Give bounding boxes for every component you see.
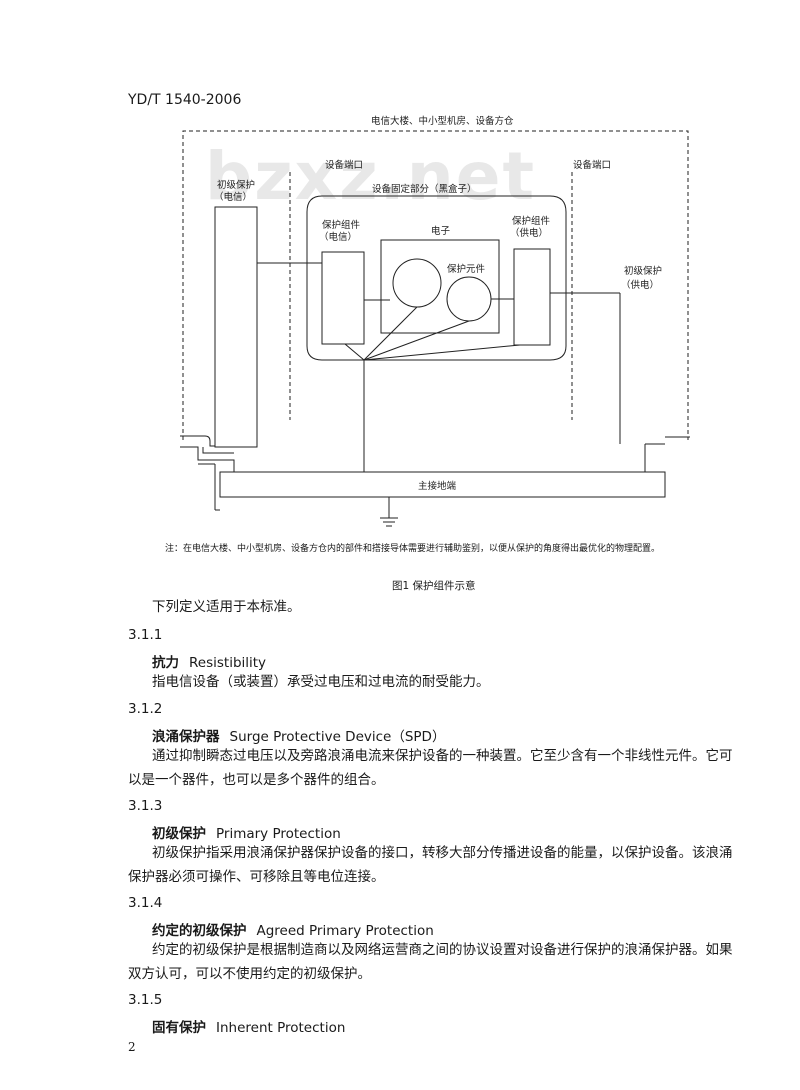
section-3-1-3-number: 3.1.3 xyxy=(128,798,163,814)
term-en: Primary Protection xyxy=(216,826,341,842)
figure-note: 注：在电信大楼、中小型机房、设备方仓内的部件和搭接导体需要进行辅助鉴别，以便从保… xyxy=(165,544,661,554)
section-3-1-1-number: 3.1.1 xyxy=(128,627,163,643)
label-primary-left-2: （电信） xyxy=(214,191,252,203)
label-assembly-left-2: （电信） xyxy=(319,231,357,243)
figure-caption: 图1 保护组件示意 xyxy=(392,580,476,592)
section-3-1-1-definition: 指电信设备（或装置）承受过电压和过电流的耐受能力。 xyxy=(152,674,490,690)
section-3-1-3-definition-line2: 保护器必须可操作、可移除且等电位连接。 xyxy=(128,869,385,885)
term-cn: 约定的初级保护 xyxy=(152,923,247,939)
term-en: Surge Protective Device（SPD） xyxy=(229,729,446,745)
term-en: Resistibility xyxy=(189,655,267,671)
section-3-1-4-term: 约定的初级保护 Agreed Primary Protection xyxy=(152,919,434,939)
building-boundary xyxy=(182,130,689,440)
page-number: 2 xyxy=(128,1040,136,1054)
label-primary-right-2: （供电） xyxy=(621,279,659,291)
protection-element-1 xyxy=(392,258,442,308)
label-ground-bar: 主接地端 xyxy=(418,480,457,492)
assembly-telecom-box xyxy=(321,251,365,345)
intro-text: 下列定义适用于本标准。 xyxy=(152,599,301,615)
fixed-part-boundary xyxy=(306,195,567,361)
section-3-1-1-term: 抗力 Resistibility xyxy=(152,651,266,671)
label-assembly-right-2: （供电） xyxy=(510,227,548,239)
label-port-right: 设备端口 xyxy=(573,159,611,171)
term-en: Agreed Primary Protection xyxy=(256,923,434,939)
label-element: 保护元件 xyxy=(447,263,486,275)
label-electronics: 电子 xyxy=(431,225,451,237)
term-cn: 固有保护 xyxy=(152,1020,206,1036)
protection-assembly-diagram: 电信大楼、中小型机房、设备方仓 设备端口 设备端口 设备固定部分（黑盒子） 初级… xyxy=(180,115,690,527)
section-3-1-5-number: 3.1.5 xyxy=(128,992,163,1008)
watermark: bzxz.net xyxy=(205,138,537,215)
section-3-1-3-term: 初级保护 Primary Protection xyxy=(152,822,341,842)
term-cn: 初级保护 xyxy=(152,826,206,842)
label-assembly-left-1: 保护组件 xyxy=(322,219,361,231)
term-en: Inherent Protection xyxy=(216,1020,346,1036)
assembly-power-box xyxy=(513,248,551,346)
term-cn: 浪涌保护器 xyxy=(152,729,220,745)
primary-protection-telecom-box xyxy=(214,206,258,448)
protection-element-2 xyxy=(446,276,492,322)
section-3-1-3-definition-line1: 初级保护指采用浪涌保护器保护设备的接口，转移大部分传播进设备的能量，以保护设备。… xyxy=(152,845,733,861)
section-3-1-2-number: 3.1.2 xyxy=(128,701,163,717)
label-assembly-right-1: 保护组件 xyxy=(512,215,551,227)
main-ground-bar-box xyxy=(219,471,666,498)
electronics-box xyxy=(380,239,500,334)
section-3-1-5-term: 固有保护 Inherent Protection xyxy=(152,1016,345,1036)
label-primary-left-1: 初级保护 xyxy=(217,179,255,191)
section-3-1-2-definition-line1: 通过抑制瞬态过电压以及旁路浪涌电流来保护设备的一种装置。它至少含有一个非线性元件… xyxy=(152,748,733,764)
section-3-1-4-definition-line2: 双方认可，可以不使用约定的初级保护。 xyxy=(128,966,371,982)
label-building: 电信大楼、中小型机房、设备方仓 xyxy=(371,115,514,127)
section-3-1-2-term: 浪涌保护器 Surge Protective Device（SPD） xyxy=(152,725,445,745)
section-3-1-2-definition-line2: 以是一个器件，也可以是多个器件的组合。 xyxy=(128,772,385,788)
document-code: YD/T 1540-2006 xyxy=(128,92,242,108)
label-fixed-part: 设备固定部分（黑盒子） xyxy=(372,183,477,195)
term-cn: 抗力 xyxy=(152,655,179,671)
section-3-1-4-definition-line1: 约定的初级保护是根据制造商以及网络运营商之间的协议设置对设备进行保护的浪涌保护器… xyxy=(152,942,733,958)
label-primary-right-1: 初级保护 xyxy=(624,265,662,277)
label-port-left: 设备端口 xyxy=(325,159,363,171)
section-3-1-4-number: 3.1.4 xyxy=(128,895,163,911)
